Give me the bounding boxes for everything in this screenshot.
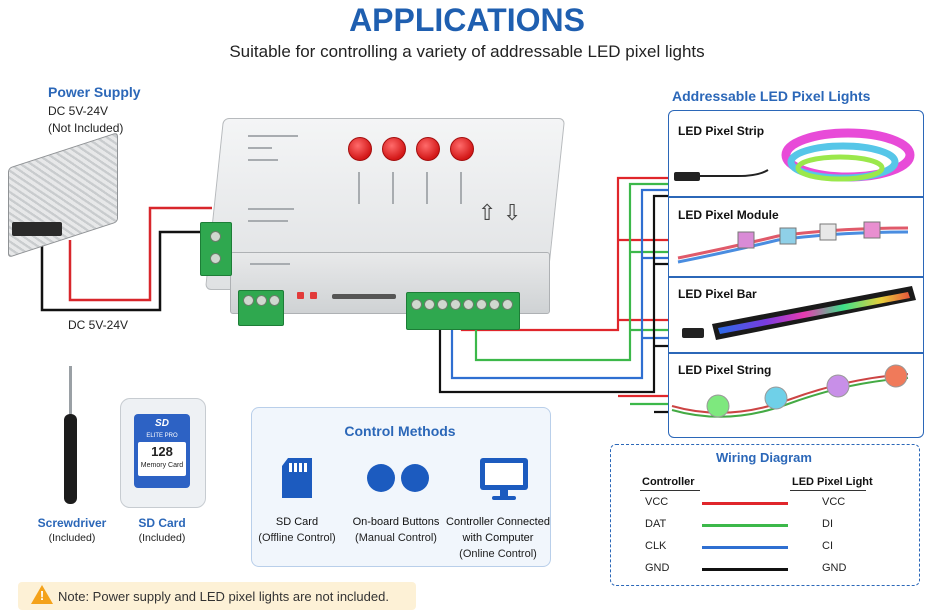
page-title: APPLICATIONS [349,2,585,38]
gnd-wire-2 [654,262,668,414]
indicator-led [297,292,304,299]
panel-divider [668,196,924,198]
led-pixel-bulb [706,394,730,418]
panel-divider [668,276,924,278]
bar-connector [682,328,704,338]
note-banner [18,582,416,610]
power-wire-label: DC 5V-24V [68,318,129,332]
power-supply-heading: Power Supply [48,84,141,100]
page-subtitle: Suitable for controlling a variety of ad… [229,42,705,61]
wiring-line-clk [702,546,788,549]
wiring-row-controller: DAT [645,518,667,530]
controller-marking [248,220,288,222]
wiring-line-gnd [702,568,788,571]
wiring-col-controller: Controller [642,476,695,488]
controller-button-2 [382,137,406,161]
controller-marking [248,147,272,149]
output-terminal [406,292,520,330]
sd-card-slot [332,294,396,299]
dat-wire [474,182,668,362]
monitor-icon [480,458,528,500]
wiring-diagram-box [610,444,920,586]
led-pixel-bulb [884,364,908,388]
screwdriver-label: Screwdriver [37,516,107,530]
screwdriver-image [64,366,77,504]
wiring-row-led: VCC [822,496,846,508]
sd-card-icon [282,458,312,498]
wiring-line-dat [702,524,788,527]
controller-marking [250,263,290,265]
power-supply-note: (Not Included) [48,121,124,135]
method-sd-card-detail: (Offline Control) [258,532,336,544]
panel-divider [668,352,924,354]
sd-card-note: (Included) [138,532,186,544]
method-computer-detail: (Online Control) [459,548,537,560]
wiring-row-led: GND [822,562,847,574]
led-item-string: LED Pixel String [678,363,772,377]
led-lights-heading: Addressable LED Pixel Lights [672,88,871,104]
warning-icon-mark: ! [39,588,45,603]
wiring-row-led: CI [822,540,833,552]
led-module [819,223,837,241]
wiring-diagram-heading: Wiring Diagram [716,450,812,465]
controller-marking [358,172,360,204]
front-terminal-left [238,290,284,326]
method-computer-line2: with Computer [462,532,534,544]
strip-connector [674,172,700,181]
power-wire-red [68,206,212,302]
wiring-row-controller: GND [645,562,670,574]
dat-wire-2 [630,250,668,406]
sd-card-line: ELITE PRO [146,433,178,439]
led-item-bar: LED Pixel Bar [678,287,757,301]
power-supply-voltage: DC 5V-24V [48,104,109,118]
wiring-line-vcc [702,502,788,505]
sd-card-label: SD Card [138,516,186,530]
sd-card-memory-label: Memory Card [140,462,184,469]
controller-marking [426,172,428,204]
led-pixel-bulb [826,374,850,398]
indicator-led [310,292,317,299]
gnd-wire [438,194,668,394]
controller-marking [460,172,462,204]
arrow-up-icon: ⇧ [478,200,497,225]
power-terminal [200,222,232,276]
warning-icon [31,585,53,604]
power-wire-black [40,230,212,312]
psu-terminals [12,222,62,236]
method-buttons-detail: (Manual Control) [355,532,437,544]
led-module [779,227,797,245]
wiring-row-controller: CLK [645,540,667,552]
method-sd-card: SD Card [275,516,319,528]
sd-card-brand: SD [155,418,169,429]
sd-card-size: 128 [151,444,173,459]
screwdriver-note: (Included) [48,532,96,544]
led-module [737,231,755,249]
arrow-down-icon: ⇩ [503,200,522,225]
led-lights-illustrations [671,128,916,418]
led-item-strip: LED Pixel Strip [678,124,765,138]
led-module [863,221,881,239]
method-buttons: On-board Buttons [352,516,440,528]
led-item-module: LED Pixel Module [678,208,779,222]
wiring-row-controller: VCC [645,496,669,508]
controller-button-4 [450,137,474,161]
controller-marking [248,208,294,210]
note-text: Note: Power supply and LED pixel lights … [58,589,389,604]
controller-marking [248,135,298,137]
led-pixel-bulb [764,386,788,410]
method-computer: Controller Connected [446,516,550,528]
controller-button-1 [348,137,372,161]
buttons-icon [367,464,429,492]
clk-wire [450,188,668,380]
sd-card-image: SD ELITE PRO 128 Memory Card [134,414,190,488]
control-methods-heading: Control Methods [344,423,456,439]
controller-button-3 [416,137,440,161]
wiring-row-led: DI [822,518,833,530]
controller-marking [392,172,394,204]
wiring-col-led: LED Pixel Light [792,476,873,488]
controller-marking [248,159,278,161]
